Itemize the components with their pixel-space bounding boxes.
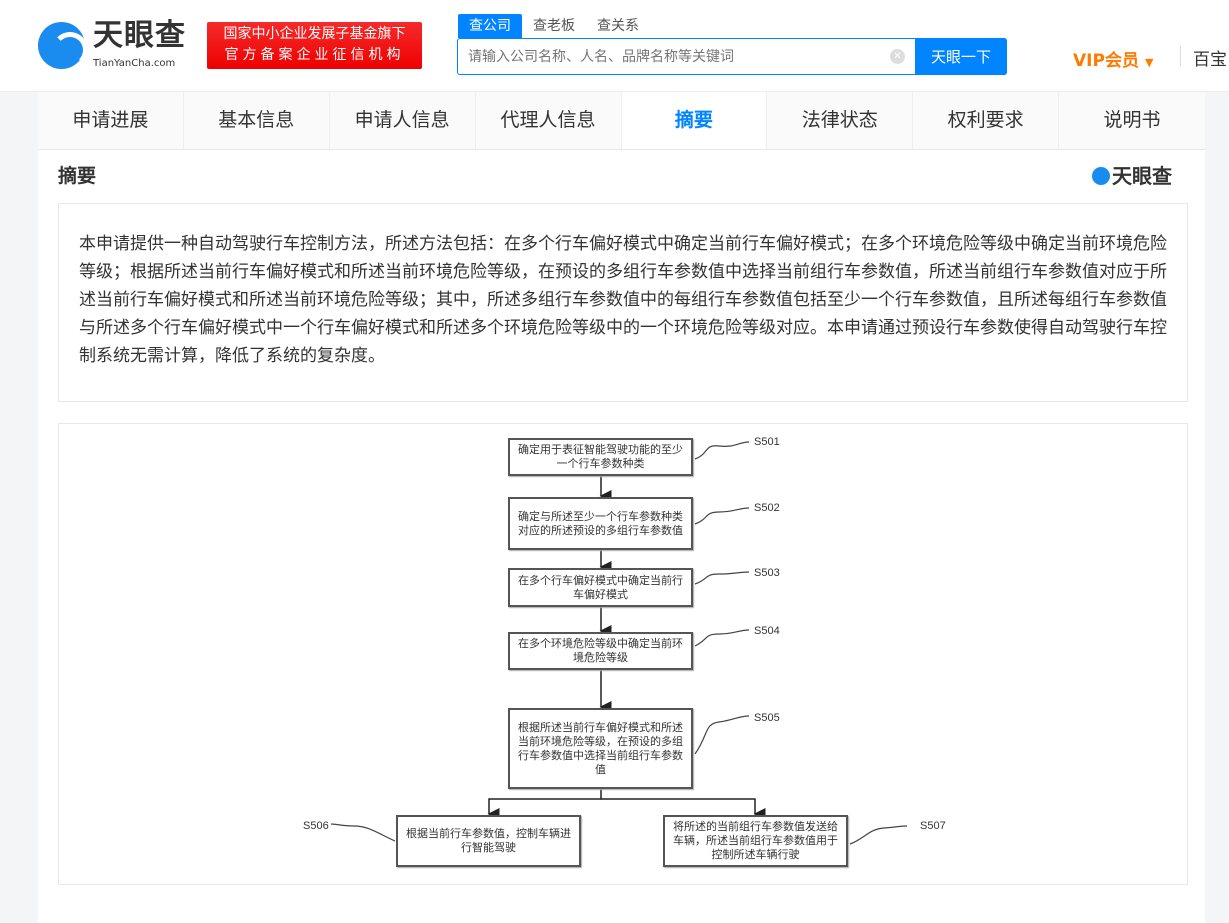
flow-step-label: S506 — [303, 820, 329, 832]
tab-description[interactable]: 说明书 — [1103, 109, 1161, 131]
baibao-link[interactable]: 百宝 — [1193, 50, 1227, 70]
search-input[interactable] — [458, 39, 878, 74]
tab-claims[interactable]: 权利要求 — [913, 92, 1060, 149]
flow-step-box: 在多个行车偏好模式中确定当前行车偏好模式 — [508, 568, 693, 607]
flow-step-box: 将所述的当前组行车参数值发送给车辆，所述当前组行车参数值用于控制所述车辆行驶 — [663, 815, 848, 867]
search-tab-relation[interactable]: 查关系 — [597, 18, 639, 34]
tab-applicant[interactable]: 申请人信息 — [330, 92, 476, 149]
search-tab-boss[interactable]: 查老板 — [533, 18, 575, 34]
flow-step-box: 确定与所述至少一个行车参数种类对应的所述预设的多组行车参数值 — [508, 497, 693, 550]
vip-label: VIP会员 — [1073, 51, 1139, 71]
divider — [1180, 46, 1181, 66]
arrow — [487, 789, 602, 820]
abstract-figure: 确定用于表征智能驾驶功能的至少一个行车参数种类 确定与所述至少一个行车参数种类对… — [58, 423, 1188, 885]
patent-panel: 申请进展 基本信息 申请人信息 代理人信息 摘要 法律状态 权利要求 说明书 摘… — [38, 92, 1205, 923]
flow-step-label: S501 — [754, 436, 780, 448]
tab-abstract[interactable]: 摘要 — [621, 92, 768, 149]
logo-icon — [1092, 167, 1110, 185]
official-badge: 国家中小企业发展子基金旗下 官方备案企业征信机构 — [207, 22, 422, 69]
flow-step-label: S503 — [754, 567, 780, 579]
section-title: 摘要 — [58, 165, 97, 187]
tab-progress[interactable]: 申请进展 — [38, 92, 184, 149]
flow-step-box: 根据当前行车参数值，控制车辆进行智能驾驶 — [396, 815, 581, 867]
flowchart-connectors — [330, 441, 908, 845]
flow-step-label: S507 — [920, 820, 946, 832]
tab-agent[interactable]: 代理人信息 — [476, 92, 622, 149]
abstract-text: 本申请提供一种自动驾驶行车控制方法，所述方法包括：在多个行车偏好模式中确定当前行… — [58, 203, 1188, 402]
logo-domain: TianYanCha.com — [93, 58, 176, 69]
flow-step-label: S502 — [754, 502, 780, 514]
badge-line2: 官方备案企业征信机构 — [224, 47, 405, 63]
badge-line1: 国家中小企业发展子基金旗下 — [223, 26, 406, 42]
watermark-text: 天眼查 — [1112, 164, 1172, 188]
search-tabs: 查公司 查老板 查关系 — [458, 14, 650, 38]
search-tab-company[interactable]: 查公司 — [458, 14, 522, 38]
clear-icon[interactable]: ✕ — [890, 49, 905, 64]
caret-down-icon: ▼ — [1144, 56, 1154, 69]
flow-step-box: 在多个环境危险等级中确定当前环境危险等级 — [508, 632, 693, 670]
flow-step-box: 确定用于表征智能驾驶功能的至少一个行车参数种类 — [508, 438, 693, 476]
logo-name: 天眼查 — [93, 18, 186, 53]
logo[interactable]: 天眼查 TianYanCha.com — [38, 20, 198, 74]
site-header: 天眼查 TianYanCha.com 国家中小企业发展子基金旗下 官方备案企业征… — [0, 0, 1229, 92]
flow-step-label: S505 — [754, 712, 780, 724]
vip-menu[interactable]: VIP会员 ▼ — [1073, 46, 1153, 71]
search-box: ✕ 天眼一下 — [457, 38, 1007, 75]
patent-tabs: 申请进展 基本信息 申请人信息 代理人信息 摘要 法律状态 权利要求 说明书 — [38, 92, 1205, 150]
flow-step-box: 根据所述当前行车偏好模式和所述当前环境危险等级，在预设的多组行车参数值中选择当前… — [508, 708, 693, 789]
arrow — [601, 798, 766, 820]
tab-legal-status[interactable]: 法律状态 — [767, 92, 914, 149]
watermark-logo: 天眼查 — [1092, 160, 1172, 189]
logo-icon — [38, 22, 88, 69]
flow-step-label: S504 — [754, 625, 780, 637]
search-button[interactable]: 天眼一下 — [915, 38, 1007, 75]
tab-basic-info[interactable]: 基本信息 — [184, 92, 330, 149]
